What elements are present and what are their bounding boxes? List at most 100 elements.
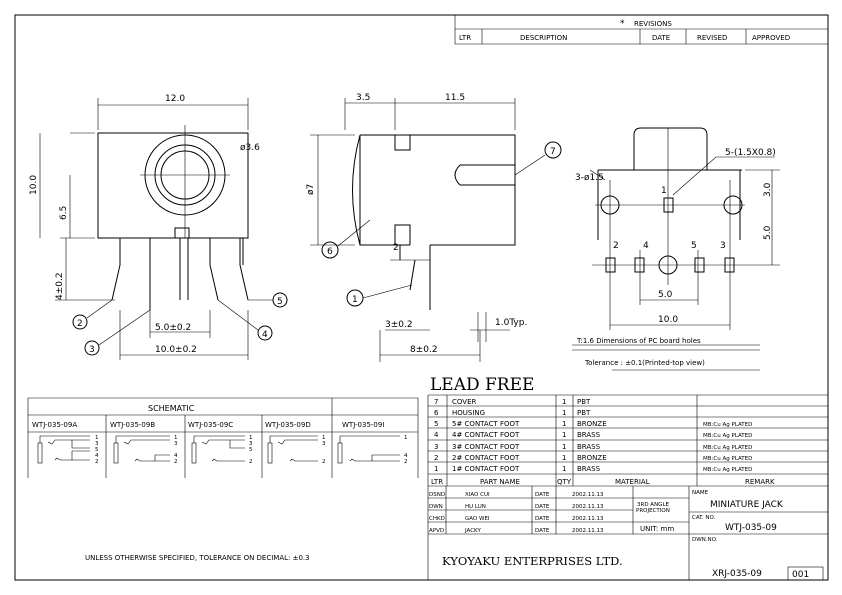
part-material: BRONZE bbox=[577, 420, 607, 428]
lead-free-label: LEAD FREE bbox=[430, 375, 534, 395]
dim-front-depth: 3.5 bbox=[356, 93, 370, 103]
parts-header-remark: REMARK bbox=[745, 478, 775, 486]
sch-a-pin: 2 bbox=[95, 459, 99, 465]
sch-i-pin: 2 bbox=[404, 459, 408, 465]
callout-4: 4 bbox=[262, 330, 268, 340]
sch-c-pin: 3 bbox=[249, 441, 253, 447]
signoff-role: CHKD bbox=[429, 516, 445, 522]
sch-c-pin: 5 bbox=[249, 447, 253, 453]
part-material: PBT bbox=[577, 409, 591, 417]
schematic-table: SCHEMATIC WTJ-035-09A WTJ-035-09B WTJ-03… bbox=[27, 397, 419, 478]
part-ltr: 4 bbox=[434, 431, 439, 439]
dim-outer-pitch: 10.0 bbox=[658, 315, 678, 325]
sch-a-pin: 1 bbox=[95, 435, 99, 441]
signoff-role: APVD bbox=[429, 528, 444, 534]
model-09i: WTJ-035-09I bbox=[342, 421, 384, 429]
callout-6: 6 bbox=[327, 247, 333, 257]
sch-c-pin: 2 bbox=[249, 459, 253, 465]
sch-i-pin: 1 bbox=[404, 435, 408, 441]
projection-line1: 3RD ANGLE bbox=[637, 502, 670, 508]
parts-header-material: MATERIAL bbox=[615, 478, 650, 486]
company-name: KYOYAKU ENTERPRISES LTD. bbox=[442, 554, 623, 568]
part-name: 1# CONTACT FOOT bbox=[452, 465, 520, 473]
signoff-date: 2002.11.13 bbox=[572, 516, 604, 522]
model-09d: WTJ-035-09D bbox=[265, 421, 311, 429]
pcb-tolerance: Tolerance : ±0.1(Printed-top view) bbox=[584, 359, 705, 367]
dim-width: 12.0 bbox=[165, 94, 185, 104]
pcb-note: T:1.6 Dimensions of PC board holes bbox=[576, 337, 701, 345]
pin-label-2: 2 bbox=[613, 241, 619, 251]
sch-d-pin: 1 bbox=[322, 435, 326, 441]
part-name: 3# CONTACT FOOT bbox=[452, 443, 520, 451]
dim-row-spacing: 5.0 bbox=[763, 225, 773, 240]
signoff-person: GAO WEI bbox=[465, 516, 490, 522]
rev-col-revised: REVISED bbox=[697, 34, 727, 42]
signoff-date: 2002.11.13 bbox=[572, 492, 604, 498]
part-name: 4# CONTACT FOOT bbox=[452, 431, 520, 439]
part-remark: MB:Cu Ag PLATED bbox=[703, 433, 752, 439]
part-qty: 1 bbox=[562, 420, 566, 428]
part-ltr: 1 bbox=[434, 465, 438, 473]
signoff-role: DWN bbox=[429, 504, 443, 510]
part-material: PBT bbox=[577, 398, 591, 406]
dim-center-height: 6.5 bbox=[59, 206, 69, 220]
sheet-border bbox=[14, 14, 829, 581]
part-name: HOUSING bbox=[452, 409, 485, 417]
signoff-date: 2002.11.13 bbox=[572, 504, 604, 510]
part-remark: MB:Cu Ag PLATED bbox=[703, 422, 752, 428]
signoff-role: DSND bbox=[429, 492, 445, 498]
revisions-title: REVISIONS bbox=[634, 20, 672, 28]
callout-3: 3 bbox=[89, 345, 95, 355]
projection-line2: PROJECTION bbox=[636, 508, 670, 514]
dim-pin-pitch: 5.0±0.2 bbox=[155, 323, 191, 333]
part-remark: MB:Cu Ag PLATED bbox=[703, 445, 752, 451]
sch-a-pin: 5 bbox=[95, 447, 99, 453]
sch-c-pin: 1 bbox=[249, 435, 253, 441]
revisions-table: * REVISIONS LTR DESCRIPTION DATE REVISED… bbox=[454, 15, 828, 45]
sch-b-pin: 1 bbox=[174, 435, 178, 441]
part-material: BRASS bbox=[577, 443, 601, 451]
part-qty: 1 bbox=[562, 443, 566, 451]
dwn-no: XRJ-035-09 bbox=[712, 569, 762, 579]
sch-d-pin: 3 bbox=[322, 441, 326, 447]
tolerance-note: UNLESS OTHERWISE SPECIFIED, TOLERANCE ON… bbox=[85, 554, 310, 562]
part-ltr: 3 bbox=[434, 443, 438, 451]
part-ltr: 2 bbox=[434, 454, 438, 462]
dim-pin-span: 10.0±0.2 bbox=[155, 345, 197, 355]
callout-5: 5 bbox=[277, 297, 283, 307]
side-view: 3.5 11.5 ø7 2 3±0.2 1.0Typ. 8±0.2 7 6 1 bbox=[306, 93, 562, 362]
part-ltr: 6 bbox=[434, 409, 439, 417]
callout-2: 2 bbox=[77, 319, 83, 329]
part-qty: 1 bbox=[562, 454, 566, 462]
sch-a-pin: 3 bbox=[95, 441, 99, 447]
dim-round-holes: 3-ø1.5 bbox=[575, 173, 604, 183]
pcb-hole-view: 3-ø1.5 5-(1.5X0.8) 3.0 5.0 5.0 10.0 1 2 … bbox=[572, 127, 780, 371]
dim-inner-pitch: 5.0 bbox=[658, 290, 673, 300]
part-ltr: 5 bbox=[434, 420, 438, 428]
dim-body-length: 11.5 bbox=[445, 93, 465, 103]
revision-star: * bbox=[620, 19, 625, 29]
parts-header-ltr: LTR bbox=[431, 478, 443, 486]
model-09a: WTJ-035-09A bbox=[32, 421, 77, 429]
sch-b-pin: 3 bbox=[174, 441, 178, 447]
parts-header-qty: QTY bbox=[557, 478, 572, 486]
signoff-date-label: DATE bbox=[535, 492, 550, 498]
dim-pin-thickness: 1.0Typ. bbox=[495, 318, 527, 328]
part-remark: MB:Cu Ag PLATED bbox=[703, 467, 752, 473]
part-name: 2# CONTACT FOOT bbox=[452, 454, 520, 462]
rev-col-approved: APPROVED bbox=[752, 34, 790, 42]
dim-overall-depth: 8±0.2 bbox=[410, 345, 438, 355]
part-qty: 1 bbox=[562, 431, 566, 439]
pin-label-1: 1 bbox=[661, 186, 667, 196]
dim-row-spacing-top: 3.0 bbox=[763, 182, 773, 197]
part-name: COVER bbox=[452, 398, 476, 406]
part-qty: 1 bbox=[562, 398, 566, 406]
dim-offset: 2 bbox=[393, 243, 399, 253]
dim-pin-offset: 3±0.2 bbox=[385, 320, 413, 330]
schematic-title: SCHEMATIC bbox=[148, 404, 195, 413]
signoff-date-label: DATE bbox=[535, 516, 550, 522]
part-material: BRASS bbox=[577, 431, 601, 439]
dim-diameter: ø7 bbox=[306, 184, 316, 195]
part-material: BRONZE bbox=[577, 454, 607, 462]
